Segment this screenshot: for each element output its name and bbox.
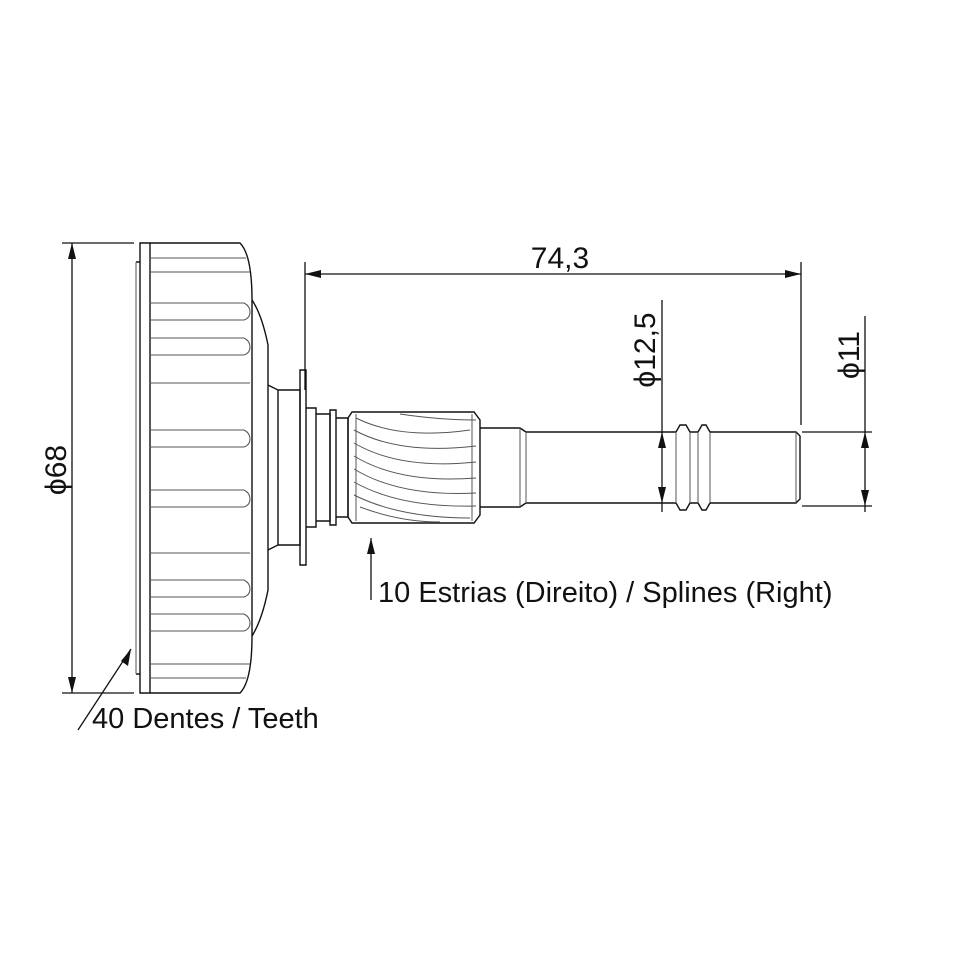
teeth-label: 40 Dentes / Teeth <box>92 703 319 735</box>
gear-teeth-lines <box>150 302 251 632</box>
dimension-shaft-diameter: ϕ11 <box>802 316 872 512</box>
spline-pinion <box>347 411 481 524</box>
splines-label: 10 Estrias (Direito) / Splines (Right) <box>378 577 832 609</box>
gear-shaft-part <box>135 242 801 694</box>
dimension-length-label: 74,3 <box>531 242 589 275</box>
dimension-outer-diameter: ϕ68 <box>40 242 134 694</box>
output-shaft <box>480 424 801 511</box>
splines-callout: 10 Estrias (Direito) / Splines (Right) <box>367 538 832 609</box>
diameter-spline-label: ϕ12,5 <box>629 312 662 387</box>
diameter-outer-label: ϕ68 <box>40 445 73 495</box>
dimension-length: 74,3 <box>304 242 802 425</box>
shaft-hub <box>278 369 349 566</box>
helical-splines <box>353 413 477 523</box>
diameter-shaft-label: ϕ11 <box>833 331 866 379</box>
large-gear-body <box>135 242 279 694</box>
teeth-callout: 40 Dentes / Teeth <box>77 648 319 735</box>
dimension-spline-diameter: ϕ12,5 <box>629 300 666 512</box>
